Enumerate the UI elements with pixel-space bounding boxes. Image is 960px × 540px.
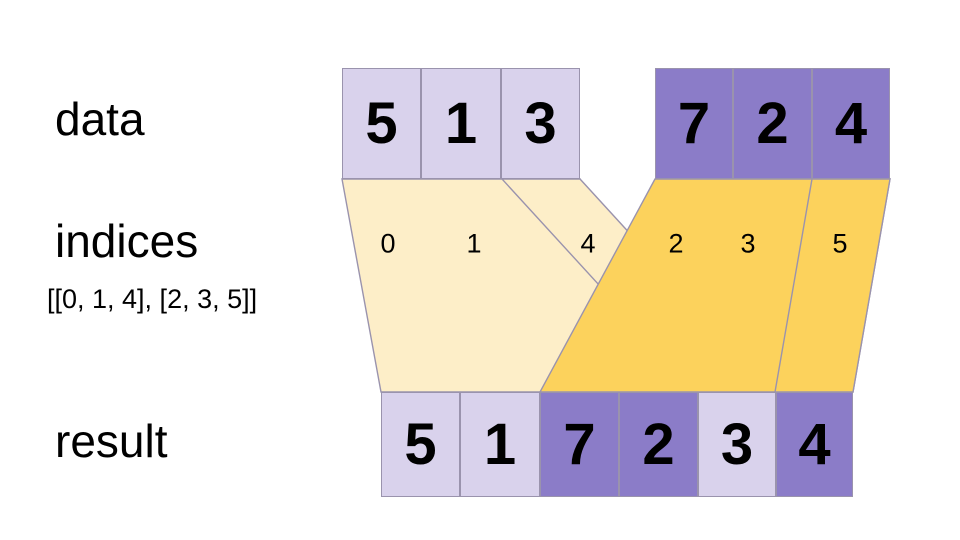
data-cell[interactable]: 4 [812, 68, 890, 179]
result-cell[interactable]: 1 [460, 392, 540, 497]
index-label-2: 2 [668, 228, 684, 259]
data-cell[interactable]: 1 [421, 68, 501, 179]
data-cell[interactable]: 5 [342, 68, 421, 179]
ribbon-dark-5 [774, 178, 891, 393]
indices-value-text: [[0, 1, 4], [2, 3, 5]] [47, 284, 258, 314]
row-label-result: result [55, 415, 168, 467]
result-cell[interactable]: 7 [540, 392, 619, 497]
row-label-indices: indices [55, 215, 199, 267]
index-label-0: 0 [380, 228, 396, 259]
data-row-group-b: 7 2 4 [655, 68, 890, 179]
result-cell[interactable]: 5 [381, 392, 460, 497]
data-cell[interactable]: 3 [501, 68, 580, 179]
result-cell[interactable]: 3 [698, 392, 776, 497]
index-label-4: 4 [580, 228, 596, 259]
data-cell[interactable]: 2 [733, 68, 812, 179]
row-label-data: data [55, 93, 145, 145]
result-row: 5 1 7 2 3 4 [381, 392, 853, 497]
data-row-group-a: 5 1 3 [342, 68, 580, 179]
index-label-5: 5 [832, 228, 848, 259]
data-cell[interactable]: 7 [655, 68, 733, 179]
result-cell[interactable]: 4 [776, 392, 853, 497]
index-label-1: 1 [466, 228, 482, 259]
index-label-3: 3 [740, 228, 756, 259]
result-cell[interactable]: 2 [619, 392, 698, 497]
